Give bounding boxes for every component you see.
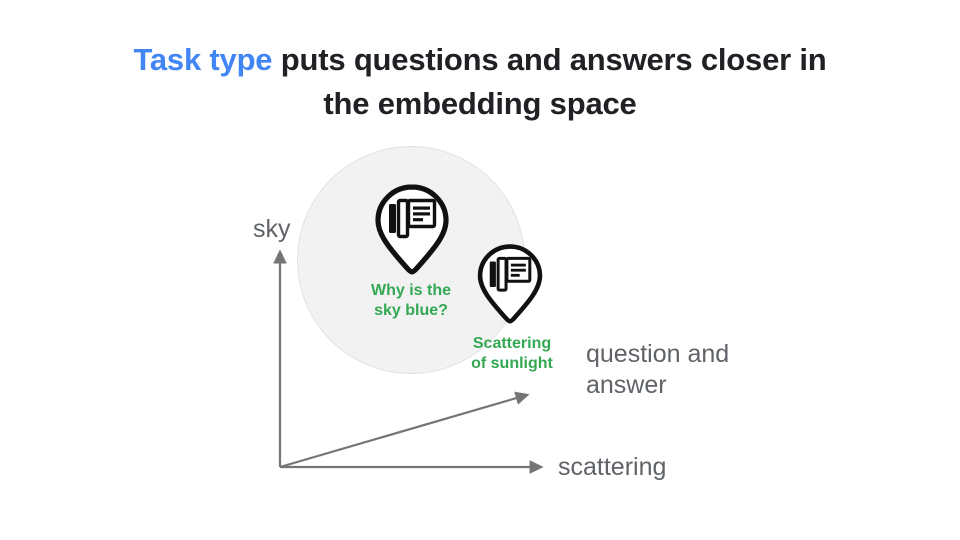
library-books-pin-icon-question[interactable]	[370, 183, 454, 275]
title-rest-text: puts questions and answers closer in the…	[272, 42, 827, 122]
axis-label-sky: sky	[253, 215, 291, 243]
axis-label-question-and-answer: question and answer	[586, 340, 730, 400]
point-label-answer: Scattering of sunlight	[471, 335, 553, 373]
point-label-question: Why is the sky blue?	[370, 282, 451, 320]
library-books-pin-icon-answer[interactable]	[473, 243, 547, 324]
axis-diagonal	[279, 391, 530, 469]
page-title: Task type puts questions and answers clo…	[130, 38, 830, 126]
axis-label-scattering: scattering	[558, 453, 667, 481]
title-accent-text: Task type	[133, 42, 273, 77]
